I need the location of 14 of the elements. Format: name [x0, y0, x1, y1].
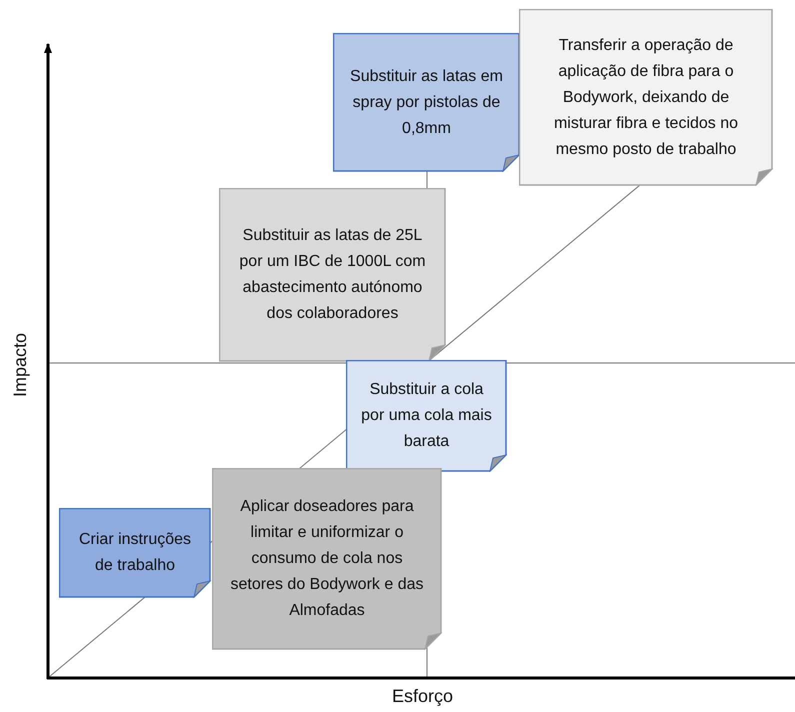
sticky-note	[219, 188, 446, 362]
note-text: Substituir as latas em spray por pistolas de 0,8mm	[349, 66, 504, 138]
note-text: Transferir a operação de aplicação de fibra para o Bodywork, deixando de misturar fibra e tecidos no mesmo posto de trabalho	[552, 36, 740, 160]
sticky-note	[212, 468, 442, 650]
sticky-note	[519, 9, 773, 186]
sticky-note	[59, 508, 211, 598]
note-text: Criar instruções de trabalho	[78, 530, 192, 576]
sticky-note	[333, 33, 520, 172]
sticky-note	[346, 360, 507, 472]
axis-title: Esforço	[392, 686, 454, 707]
axis-title: Impacto	[10, 332, 31, 398]
note-text: Substituir as latas de 25L por um IBC de 1000L com abastecimento autónomo dos colaboradores	[238, 226, 427, 324]
note-text: Substituir a cola por uma cola mais barata	[360, 380, 493, 452]
note-text: Aplicar doseadores para limitar e uniformizar o consumo de cola nos setores do Bodywork e das Almofadas	[230, 497, 424, 621]
